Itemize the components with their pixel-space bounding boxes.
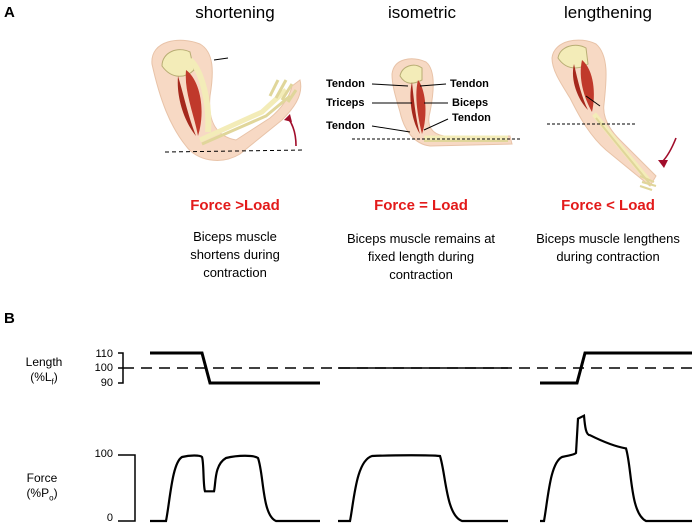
description-line: during contraction <box>556 249 660 264</box>
force-axis-unit: (%Po) <box>26 486 58 503</box>
description-line: fixed length during <box>367 249 475 264</box>
label-tendon-left-top: Tendon <box>326 78 365 90</box>
force-axis-bracket <box>118 454 136 522</box>
force-trace-lengthening <box>540 413 692 523</box>
arm-shortening-illustration <box>147 39 319 161</box>
title-shortening: shortening <box>195 3 275 22</box>
label-tendon-left-bottom: Tendon <box>326 120 365 132</box>
force-tick-100: 100 <box>94 448 113 460</box>
length-traces <box>150 351 692 385</box>
description-lengthening: Biceps muscle lengthens during contracti… <box>508 230 692 266</box>
arm-isometric-illustration <box>352 58 520 147</box>
panel-b-letter: B <box>4 310 15 327</box>
length-trace-lengthening <box>540 351 692 385</box>
arm-lengthening-illustration <box>526 34 677 194</box>
force-trace-shortening <box>150 454 320 523</box>
description-shortening: Biceps muscle shortens during contractio… <box>135 228 335 282</box>
axes <box>118 352 692 522</box>
force-equation-shortening: Force >Load <box>190 197 280 214</box>
label-tendon-right-top: Tendon <box>450 78 489 90</box>
title-isometric: isometric <box>387 3 456 22</box>
description-line: shortens during <box>190 247 280 262</box>
force-axis-title: Force <box>26 471 58 485</box>
length-axis-label: Length (%Lf) <box>14 355 74 389</box>
length-axis-unit: (%Lf) <box>30 370 58 387</box>
length-tick-100: 100 <box>94 362 113 374</box>
arm-illustrations <box>147 34 677 194</box>
force-equation-lengthening: Force < Load <box>561 197 655 214</box>
description-line: contraction <box>389 267 453 282</box>
force-equation-isometric: Force = Load <box>374 197 468 214</box>
force-traces <box>150 413 692 523</box>
length-trace-shortening <box>150 351 320 385</box>
description-isometric: Biceps muscle remains at fixed length du… <box>316 230 526 284</box>
label-triceps: Triceps <box>326 97 365 109</box>
length-tick-90: 90 <box>100 377 113 389</box>
length-tick-110: 110 <box>95 348 113 360</box>
title-lengthening: lengthening <box>564 3 652 22</box>
force-trace-isometric <box>338 454 508 523</box>
force-tick-0: 0 <box>106 512 113 524</box>
description-line: Biceps muscle lengthens <box>536 231 680 246</box>
panel-a-letter: A <box>4 4 15 21</box>
label-tendon-right-mid: Tendon <box>452 112 491 124</box>
description-line: Biceps muscle remains at <box>346 231 496 246</box>
label-biceps: Biceps <box>452 97 489 109</box>
description-line: contraction <box>203 265 267 280</box>
force-axis-label: Force (%Po) <box>12 471 72 505</box>
description-line: Biceps muscle <box>193 229 277 244</box>
length-axis-title: Length <box>25 355 63 369</box>
